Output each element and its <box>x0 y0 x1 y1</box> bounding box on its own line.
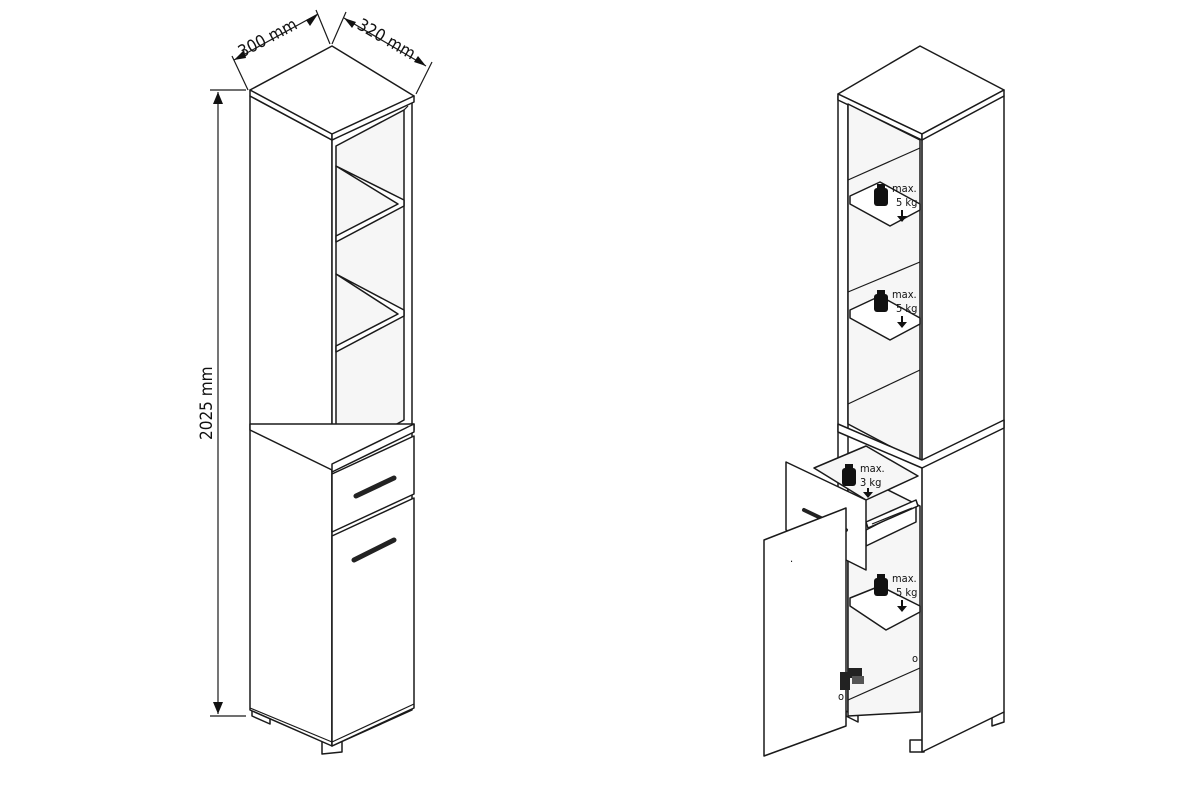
drawer-box-inner <box>813 445 919 501</box>
right-cabinet: o . o <box>763 45 1005 757</box>
left-shelf <box>335 165 405 243</box>
load-label-line2: 5 kg <box>896 302 917 315</box>
load-label-line1: max. <box>892 572 917 585</box>
load-label-line2: 3 kg <box>860 476 881 489</box>
down-arrow-icon <box>897 600 907 612</box>
hinge-hole: o <box>912 652 918 665</box>
left-cabinet <box>249 45 415 755</box>
left-shelf <box>335 273 405 353</box>
width-label: 300 mm <box>235 15 301 63</box>
left-cabinet-divider-front <box>331 423 415 473</box>
load-label-line1: max. <box>892 182 917 195</box>
weight-icon <box>874 574 888 596</box>
load-label-line2: 5 kg <box>896 196 917 209</box>
depth-label: 320 mm <box>354 15 419 64</box>
handle-icon <box>351 537 397 563</box>
open-door <box>763 507 847 757</box>
right-open-compartment <box>847 103 921 463</box>
left-open-compartment <box>335 109 405 459</box>
load-label-middle: max. 5 kg <box>874 288 917 328</box>
weight-icon <box>842 464 856 486</box>
down-arrow-icon <box>897 316 907 328</box>
load-label-upper: max. 5 kg <box>874 182 917 222</box>
weight-icon <box>874 290 888 312</box>
load-label-cabinet: max. 5 kg <box>874 572 917 612</box>
door-hole: . <box>790 552 793 565</box>
down-arrow-icon <box>863 488 873 498</box>
load-label-line2: 5 kg <box>896 586 917 599</box>
height-label: 2025 mm <box>197 366 217 440</box>
load-label-line1: max. <box>892 288 917 301</box>
right-cabinet-right-side <box>921 95 1005 753</box>
door-hole: o <box>838 690 844 703</box>
right-cabinet-foot <box>909 739 925 753</box>
left-cabinet-top-edge <box>331 95 415 141</box>
weight-icon <box>874 184 888 206</box>
load-label-drawer: max. 3 kg <box>842 462 885 498</box>
hinge-icon <box>840 668 864 690</box>
left-cabinet-side-panel <box>249 95 333 747</box>
load-label-line1: max. <box>860 462 885 475</box>
left-door-front <box>331 497 415 747</box>
left-drawer-front <box>331 435 415 533</box>
down-arrow-icon <box>897 210 907 222</box>
right-cabinet-top-edge <box>921 89 1005 141</box>
handle-icon <box>353 475 397 499</box>
right-cabinet-divider <box>837 419 1005 469</box>
